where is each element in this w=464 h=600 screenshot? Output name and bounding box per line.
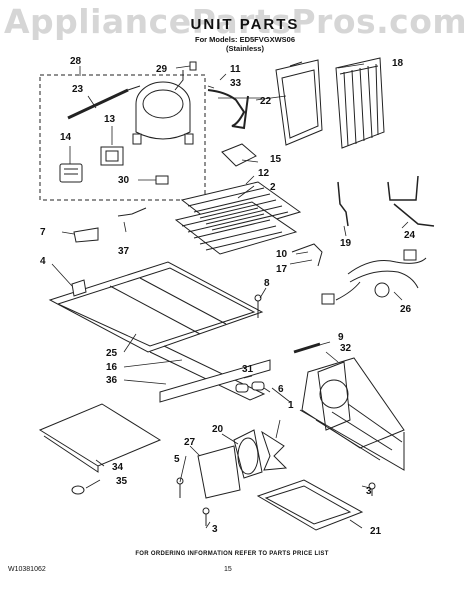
callout-31: 31: [242, 364, 254, 375]
callout-8: 8: [264, 278, 270, 289]
callout-6: 6: [278, 384, 284, 395]
base-frame: [48, 261, 271, 403]
callout-labels: 28 29 11 33 18 23 22 13 14 15 30 12 2 7 …: [40, 56, 416, 537]
callout-7: 7: [40, 227, 46, 238]
callout-19: 19: [340, 238, 352, 249]
wire-harness-small: [117, 207, 147, 217]
callout-12: 12: [258, 168, 270, 179]
finish-line: (Stainless): [226, 44, 264, 53]
callout-29: 29: [156, 64, 168, 75]
drain-tube: [337, 181, 349, 227]
callout-14: 14: [60, 132, 72, 143]
callout-35: 35: [116, 476, 128, 487]
defrost-tube: [387, 175, 435, 227]
callout-20: 20: [212, 424, 224, 435]
callout-3a: 3: [212, 524, 218, 535]
page-title: UNIT PARTS: [190, 16, 300, 33]
ordering-note: FOR ORDERING INFORMATION REFER TO PARTS …: [135, 551, 329, 557]
foot: [71, 485, 85, 495]
callout-32: 32: [340, 343, 352, 354]
models-line: For Models: ED5FVGXWS06: [194, 35, 296, 44]
callout-33: 33: [230, 78, 242, 89]
callout-36: 36: [106, 375, 118, 386]
model-info: For Models: ED5FVGXWS06 (Stainless): [160, 35, 330, 53]
callout-26: 26: [400, 304, 412, 315]
callout-18: 18: [392, 58, 404, 69]
callout-11: 11: [230, 64, 241, 75]
callout-4: 4: [40, 256, 46, 267]
callout-5: 5: [174, 454, 180, 465]
callout-1: 1: [288, 400, 294, 411]
condenser-tube: [207, 89, 249, 130]
callout-28: 28: [70, 56, 82, 67]
tube-fitting: [73, 227, 99, 243]
access-cover: [38, 403, 162, 473]
condenser-panel: [275, 59, 323, 146]
screw-8: [254, 294, 262, 318]
callout-3b: 3: [366, 486, 372, 497]
document-number: W10381062: [8, 566, 46, 573]
condenser-coil: [335, 57, 385, 149]
callout-30: 30: [118, 175, 130, 186]
callout-22: 22: [260, 96, 272, 107]
leader-lines: [51, 63, 409, 529]
watermark-text: AppliancePartsPros.com: [4, 2, 464, 41]
suction-tube: [221, 143, 257, 167]
drain-pan: [256, 479, 364, 531]
callout-13: 13: [104, 114, 116, 125]
callout-21: 21: [370, 526, 382, 537]
grommet: [189, 61, 197, 71]
callout-34: 34: [112, 462, 124, 473]
callout-17: 17: [276, 264, 288, 275]
callout-25: 25: [106, 348, 118, 359]
callout-24: 24: [404, 230, 416, 241]
callout-2: 2: [270, 182, 276, 193]
callout-15: 15: [270, 154, 282, 165]
motor-bracket: [197, 445, 241, 499]
callout-23: 23: [72, 84, 84, 95]
evaporator-coils: [174, 181, 302, 255]
screw-3b: [368, 482, 376, 496]
drier-tube: [67, 85, 141, 120]
grommets: [235, 381, 265, 393]
overload-protector: [59, 163, 83, 183]
relay: [100, 146, 124, 166]
page-number: 15: [224, 566, 232, 573]
callout-10: 10: [276, 249, 288, 260]
wiring-harness: [321, 249, 427, 305]
condenser-fan: [233, 429, 288, 479]
compressor: [132, 70, 194, 145]
wire-lead: [291, 243, 323, 267]
clip: [155, 175, 169, 185]
compressor-mounting-bracket: [299, 357, 405, 471]
callout-9: 9: [338, 332, 344, 343]
screw-3a: [202, 507, 210, 526]
callout-27: 27: [184, 437, 196, 448]
rod: [293, 342, 321, 354]
callout-16: 16: [106, 362, 118, 373]
callout-37: 37: [118, 246, 130, 257]
